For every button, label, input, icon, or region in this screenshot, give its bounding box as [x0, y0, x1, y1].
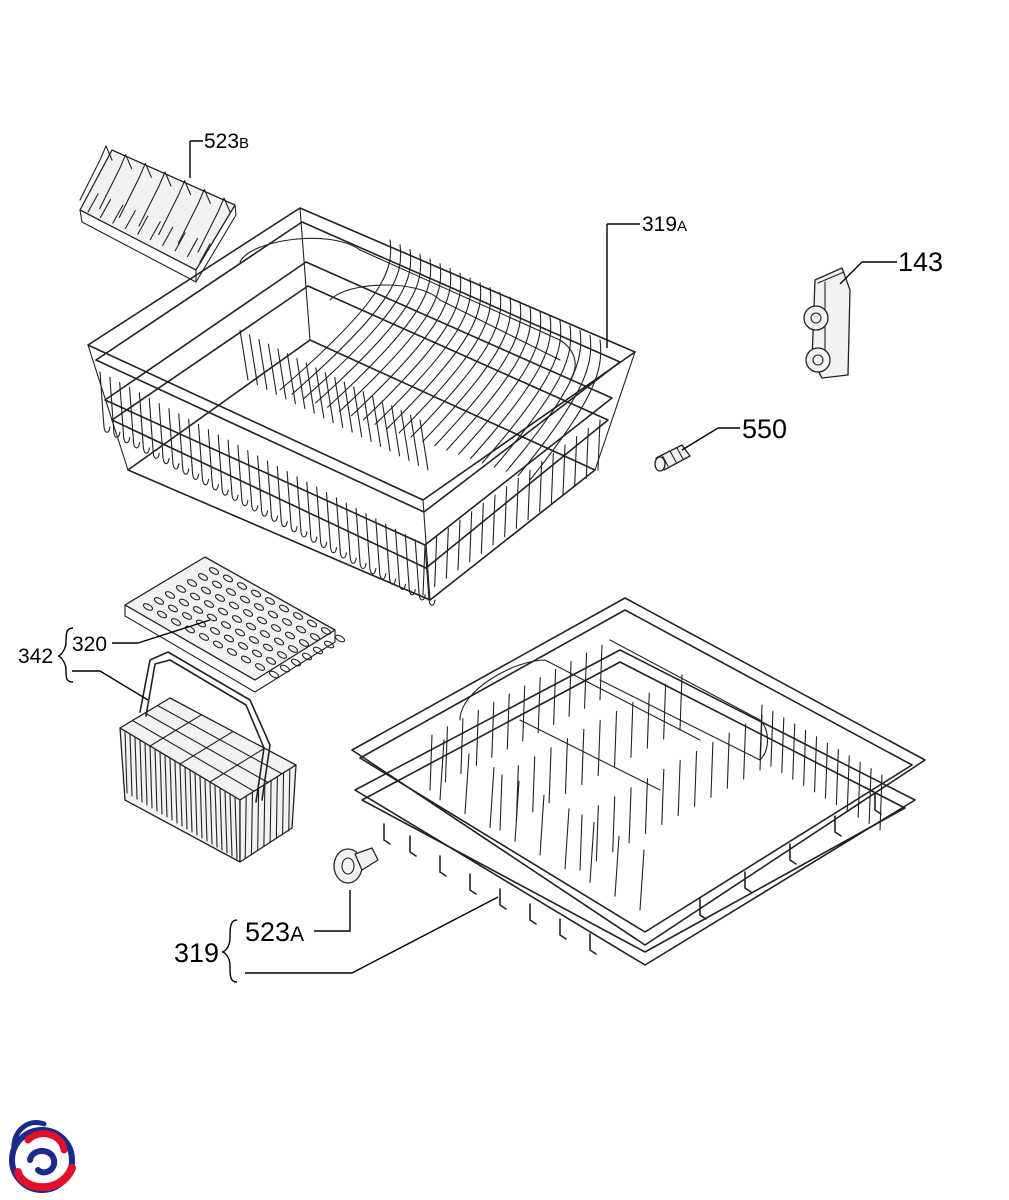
label-523b: 523B [204, 130, 249, 153]
label-143: 143 [898, 247, 943, 277]
part-342-cutlery-basket [119, 651, 297, 863]
part-319-lower-basket [351, 597, 926, 966]
brand-swirl-logo [9, 1120, 76, 1193]
label-319a: 319A [642, 213, 687, 236]
part-319a-upper-basket [87, 207, 636, 606]
part-523a-wheel [333, 847, 379, 884]
label-550: 550 [742, 414, 787, 444]
part-523b-cup-rack [79, 145, 237, 283]
leader-lines [57, 140, 897, 983]
label-342: 342 [18, 645, 53, 668]
part-labels: 523B 319A 143 550 320 342 523A 319 [18, 130, 943, 968]
part-143-rail-clip [803, 267, 851, 379]
label-320: 320 [72, 633, 107, 656]
label-319: 319 [174, 938, 219, 968]
label-523a: 523A [245, 917, 304, 947]
part-550-pin [654, 444, 691, 472]
part-320-basket-lid [124, 556, 346, 693]
